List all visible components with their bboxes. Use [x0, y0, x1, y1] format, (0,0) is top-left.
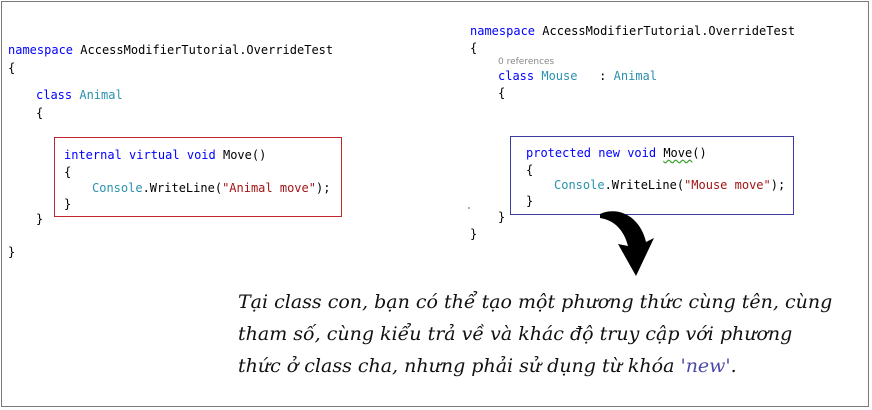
right-class-open-brace: {	[498, 86, 506, 100]
note-line-3: thức ở class cha, nhưng phải sử dụng từ …	[238, 350, 858, 382]
method-name-move-squiggle: Move	[663, 146, 693, 160]
animal-move-string: "Animal move"	[222, 181, 316, 195]
note-line-2: tham số, cùng kiểu trả về và khác độ tru…	[238, 323, 793, 345]
class-name-animal: Animal	[79, 88, 123, 102]
right-namespace-line: namespace AccessModifierTutorial.Overrid…	[470, 24, 795, 38]
mouse-move-string: "Mouse move"	[684, 178, 771, 192]
protected-keyword: protected	[526, 146, 592, 160]
left-method-close-brace: }	[64, 197, 72, 211]
left-class-open-brace: {	[36, 106, 44, 120]
writeline-call: .WriteLine(	[604, 178, 685, 192]
right-method-statement: Console.WriteLine("Mouse move");	[554, 178, 785, 192]
left-class-line: class Animal	[36, 88, 123, 102]
left-namespace-line: namespace AccessModifierTutorial.Overrid…	[8, 43, 333, 57]
left-class-close-brace: }	[36, 212, 44, 226]
inheritance-colon: :	[599, 69, 607, 83]
left-method-statement: Console.WriteLine("Animal move");	[92, 181, 330, 195]
void-keyword: void	[186, 148, 216, 162]
right-class-close-brace: }	[498, 210, 506, 224]
void-keyword: void	[627, 146, 657, 160]
left-namespace-close-brace: }	[8, 245, 16, 259]
namespace-keyword: namespace	[470, 24, 536, 38]
note-line-3-suffix: .	[730, 355, 737, 377]
class-keyword: class	[36, 88, 73, 102]
references-codelens[interactable]: 0 references	[498, 57, 555, 67]
left-method-open-brace: {	[64, 165, 72, 179]
method-name-move: Move()	[222, 148, 267, 162]
new-keyword: new	[598, 146, 620, 160]
writeline-call: .WriteLine(	[142, 181, 223, 195]
virtual-keyword: virtual	[129, 148, 180, 162]
namespace-keyword: namespace	[8, 43, 74, 57]
namespace-name: AccessModifierTutorial.OverrideTest	[80, 43, 334, 57]
right-method-close-brace: }	[526, 194, 534, 208]
note-line-3-prefix: thức ở class cha, nhưng phải sử dụng từ …	[238, 355, 681, 377]
new-keyword-highlight: 'new'	[680, 355, 731, 377]
statement-end: );	[315, 181, 331, 195]
curved-down-arrow-icon	[600, 211, 654, 276]
method-parens: ()	[692, 146, 707, 160]
right-namespace-open-brace: {	[470, 41, 478, 55]
right-namespace-close-brace: }	[470, 227, 478, 241]
class-name-mouse: Mouse	[541, 69, 578, 83]
note-line-1: Tại class con, bạn có thể tạo một phương…	[238, 291, 833, 313]
class-keyword: class	[498, 69, 535, 83]
left-method-signature: internal virtual void Move()	[64, 148, 266, 162]
right-method-highlight-box	[510, 136, 794, 215]
editor-margin-marker	[468, 207, 470, 209]
internal-keyword: internal	[64, 148, 122, 162]
right-class-line: class Mouse : Animal	[498, 69, 657, 83]
statement-end: );	[770, 178, 786, 192]
console-type: Console	[554, 178, 605, 192]
left-method-highlight-box	[54, 137, 342, 217]
namespace-name: AccessModifierTutorial.OverrideTest	[542, 24, 796, 38]
right-method-open-brace: {	[526, 163, 534, 177]
console-type: Console	[92, 181, 143, 195]
left-namespace-open-brace: {	[8, 61, 16, 75]
base-class-animal: Animal	[613, 69, 657, 83]
right-method-signature: protected new void Move()	[526, 146, 707, 160]
explanation-note: Tại class con, bạn có thể tạo một phương…	[238, 286, 858, 382]
